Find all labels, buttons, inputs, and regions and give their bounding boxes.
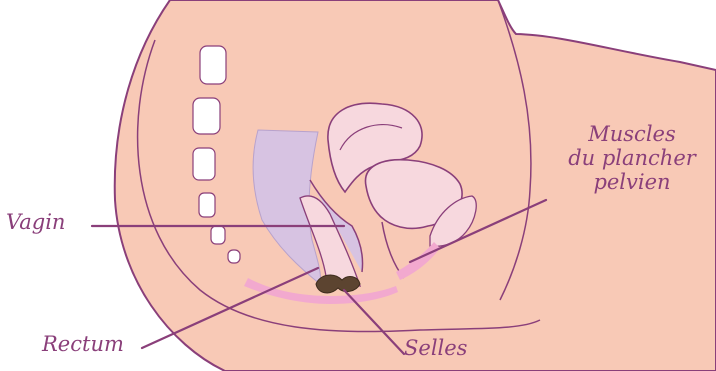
label-vagin: Vagin <box>6 210 65 234</box>
vertebra <box>228 250 240 263</box>
label-pelvic-floor-muscles: Muscles du plancher pelvien <box>548 122 716 194</box>
label-rectum: Rectum <box>42 332 124 356</box>
label-muscles-line3: pelvien <box>548 170 716 194</box>
vertebra <box>193 148 215 180</box>
label-selles: Selles <box>404 336 467 360</box>
vertebra <box>211 226 225 244</box>
label-muscles-line1: Muscles <box>548 122 716 146</box>
vertebra <box>199 193 215 217</box>
vertebra <box>193 98 220 134</box>
vertebra <box>200 46 226 84</box>
label-muscles-line2: du plancher <box>548 146 716 170</box>
